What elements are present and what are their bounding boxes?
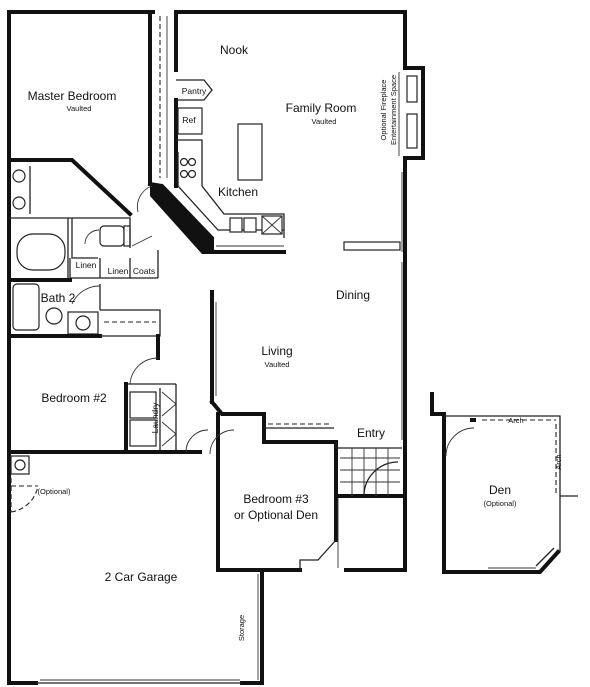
- label-dining: Dining: [336, 288, 370, 302]
- label-linen-1: Linen: [76, 260, 97, 270]
- label-storage: Storage: [237, 615, 246, 641]
- label-pantry: Pantry: [182, 86, 207, 96]
- label-coats: Coats: [133, 266, 155, 276]
- label-nook: Nook: [220, 43, 249, 57]
- den-walls: [430, 392, 578, 574]
- label-living-note: Vaulted: [265, 360, 290, 369]
- entry-tile-grid: [340, 448, 400, 497]
- label-garage: 2 Car Garage: [105, 570, 178, 584]
- label-fireplace-note-1: Optional Fireplace: [379, 80, 388, 141]
- kitchen-fixtures: [136, 79, 286, 254]
- label-bedroom-3-line1: Bedroom #3: [243, 492, 309, 506]
- garage-fixtures: [10, 455, 259, 680]
- label-garage-optional: (Optional): [38, 487, 71, 496]
- label-entry: Entry: [357, 426, 385, 440]
- label-linen-2: Linen: [108, 266, 129, 276]
- label-den-arch-2: Arch: [554, 454, 563, 469]
- label-den: Den: [489, 483, 511, 497]
- label-bedroom-2: Bedroom #2: [41, 391, 107, 405]
- label-kitchen: Kitchen: [218, 185, 258, 199]
- label-laundry: Laundry: [150, 402, 160, 433]
- label-ref: Ref: [182, 115, 196, 125]
- label-bedroom-3-line2: or Optional Den: [234, 508, 318, 522]
- label-family-room: Family Room: [286, 101, 357, 115]
- dining-fixture: [343, 241, 401, 251]
- room-labels: Master Bedroom Vaulted Nook Pantry Ref F…: [28, 43, 563, 641]
- windows: [40, 172, 403, 681]
- label-living: Living: [261, 344, 292, 358]
- fireplace-bumpout: [398, 66, 425, 160]
- label-fireplace-note-2: Entertainment Space: [389, 75, 398, 145]
- label-den-arch-1: Arch: [508, 416, 523, 425]
- label-family-room-note: Vaulted: [312, 117, 337, 126]
- label-den-note: (Optional): [484, 499, 517, 508]
- label-master-bedroom: Master Bedroom: [28, 89, 117, 103]
- label-master-bedroom-note: Vaulted: [67, 104, 92, 113]
- label-bath-2: Bath 2: [41, 291, 76, 305]
- exterior-walls: [7, 10, 407, 685]
